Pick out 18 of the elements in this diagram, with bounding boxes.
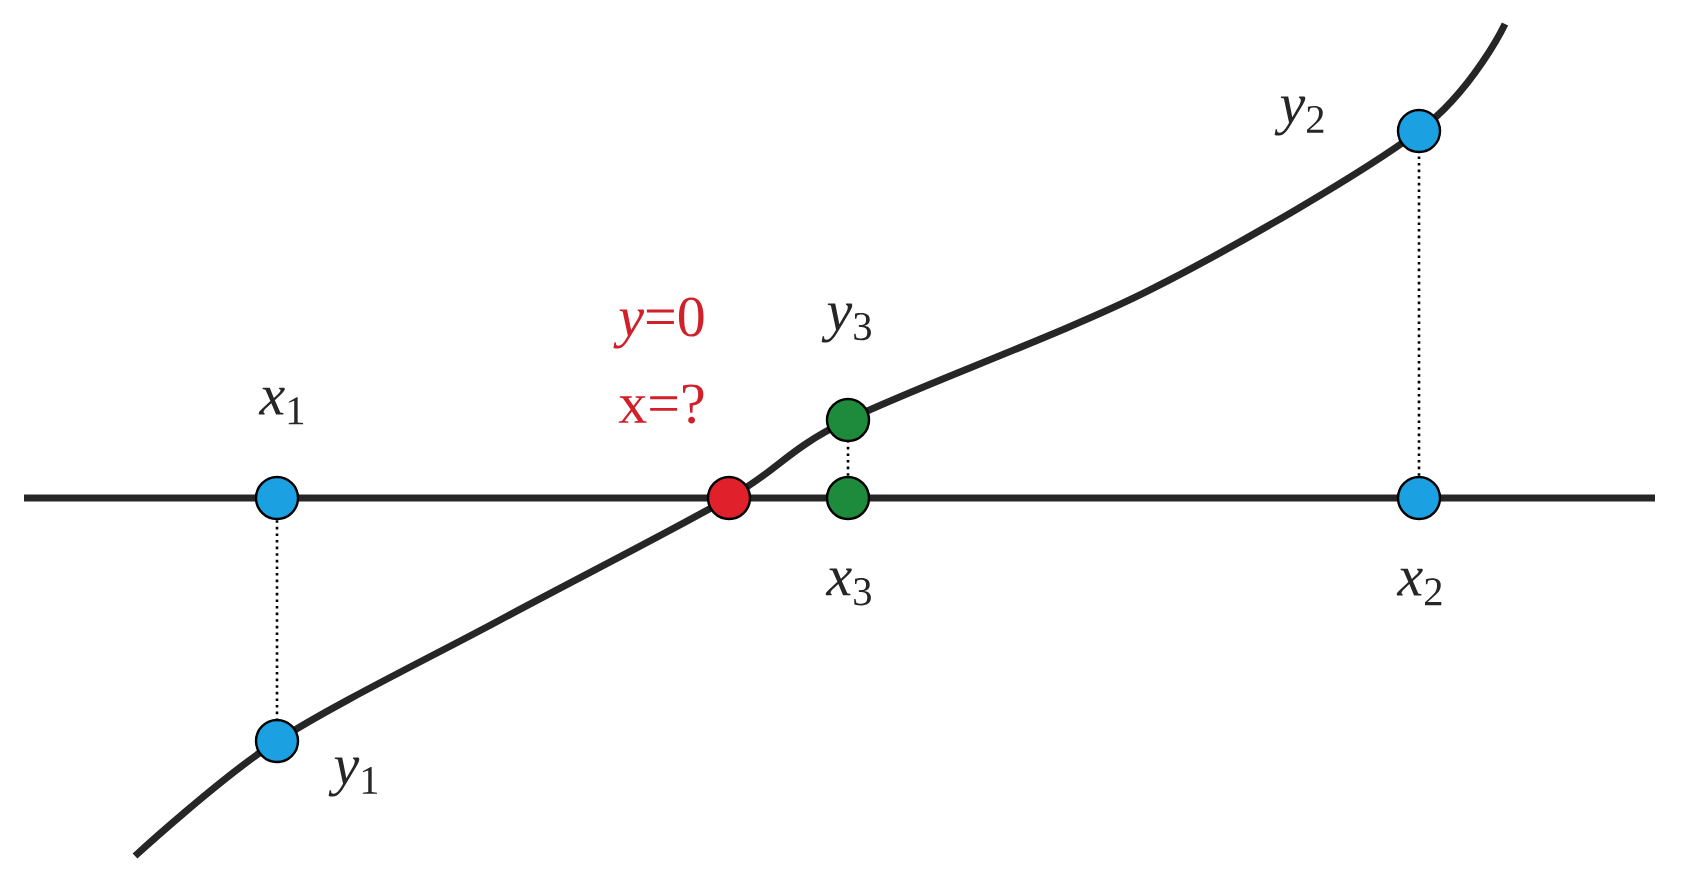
point-label: x$_{3}$ — [825, 568, 871, 606]
point-marker — [706, 475, 752, 521]
dotted-line — [275, 520, 279, 719]
point-marker — [1396, 475, 1442, 521]
point-marker — [254, 475, 300, 521]
point-label: y$_{1}$ — [328, 757, 378, 797]
point-marker — [254, 718, 300, 764]
point-label: y$_{3}$ — [821, 303, 871, 343]
point-label: y$_{2}$ — [1274, 96, 1324, 136]
point-marker — [825, 397, 871, 443]
point-marker — [1396, 108, 1442, 154]
point-label: x$_{2}$ — [1396, 568, 1442, 606]
point-marker — [825, 475, 871, 521]
dotted-line — [1417, 153, 1421, 476]
point-label: x$_{1}$ — [258, 387, 304, 425]
point-label: x=? — [618, 384, 704, 424]
dotted-line — [846, 442, 850, 476]
point-label: y=0 — [613, 297, 704, 349]
